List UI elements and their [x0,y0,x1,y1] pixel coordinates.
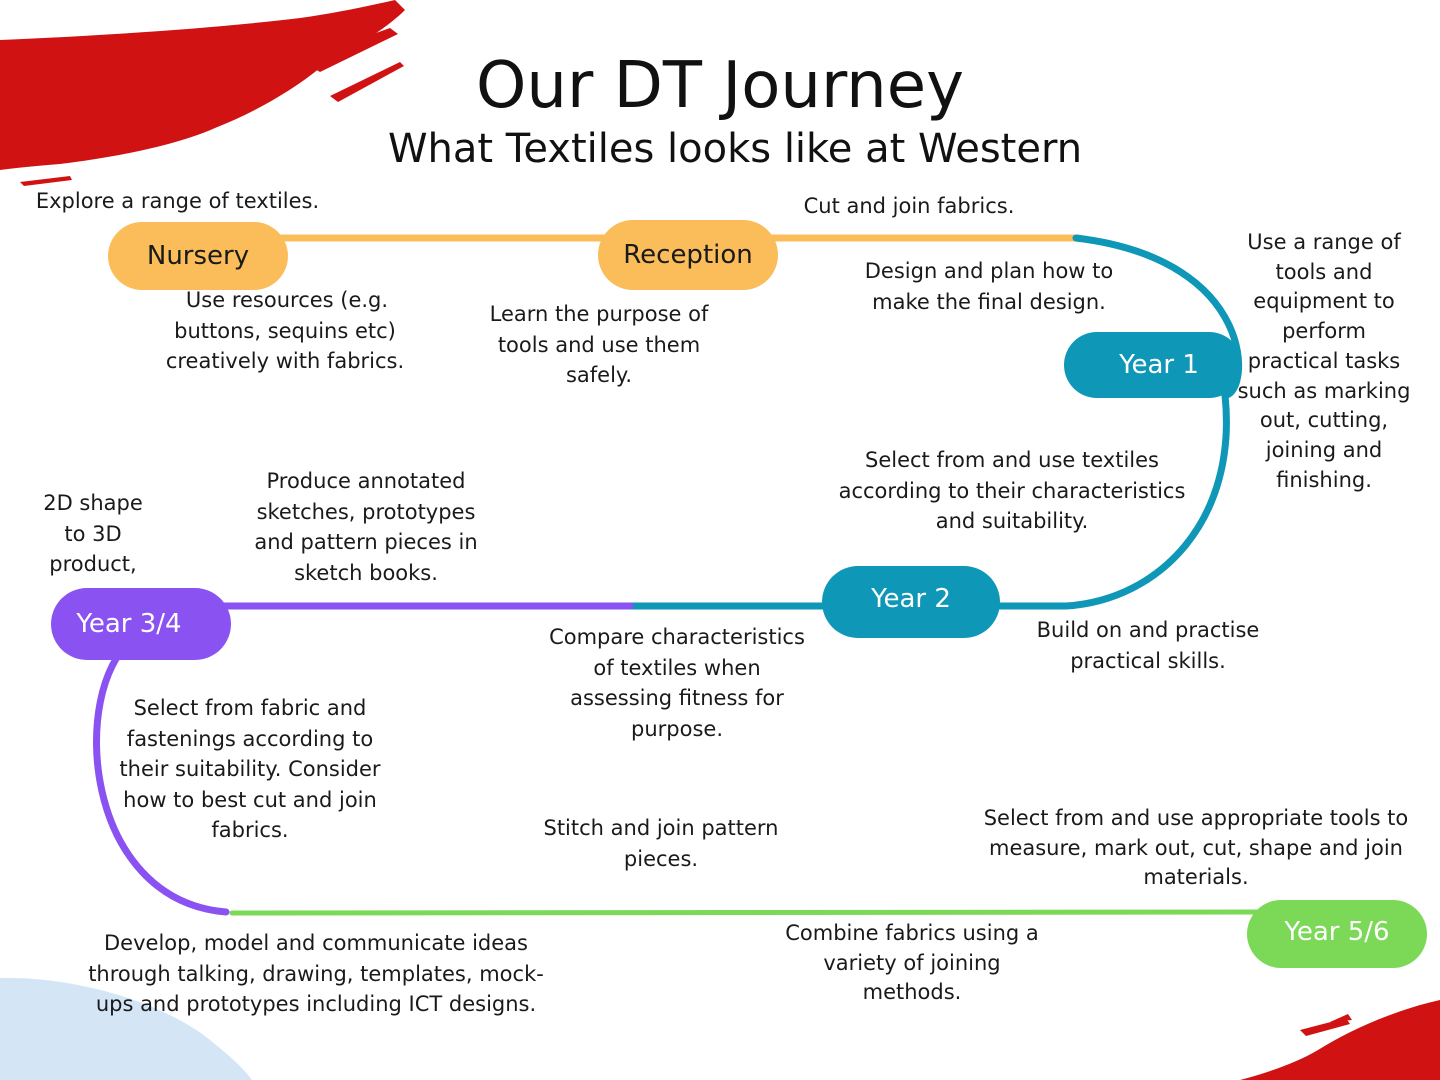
note-annotated-sketches: Produce annotated sketches, prototypes a… [245,466,487,588]
note-line: of textiles when [593,655,761,680]
note-line: Explore a range of textiles. [35,189,320,213]
note-line: Select from fabric and [133,696,367,720]
path-arc-year2 [1062,391,1230,610]
note-line: such as marking [1237,378,1411,403]
note-line: safely. [565,363,633,387]
note-use-resources: Use resources (e.g. buttons, sequins etc… [150,285,420,377]
note-cut-and-join: Cut and join fabrics. [795,191,1023,222]
stage-label-year34: Year 3/4 [76,609,182,639]
note-select-tools: Select from and use appropriate tools to… [978,804,1414,893]
note-line: pieces. [623,846,699,871]
note-line: practical skills. [1070,648,1226,673]
note-line: joining and [1265,437,1383,462]
note-line: buttons, sequins etc) [174,318,396,343]
note-combine-fabrics: Combine fabrics using a variety of joini… [776,919,1048,1008]
note-line: fastenings according to [126,726,374,751]
note-line: fabrics. [211,818,289,842]
path-arc-year1 [1072,234,1243,399]
note-line: ups and prototypes including ICT designs… [95,992,537,1016]
note-line: to 3D [64,521,122,546]
stage-year34: Year 3/4 [51,588,231,660]
note-line: Stitch and join pattern [543,816,779,840]
stage-nursery: Nursery [108,222,288,290]
note-line: Cut and join fabrics. [803,194,1015,218]
red-brush-splatter-bottom-right [1300,1014,1352,1036]
note-select-textiles: Select from and use textiles according t… [822,445,1202,537]
pale-blue-corner-shape [0,977,252,1080]
red-brush-splatter-top-left [20,28,404,186]
note-line: Select from and use appropriate tools to [983,806,1409,830]
red-brush-stroke-bottom-right [1240,1000,1440,1080]
note-line: creatively with fabrics. [165,349,405,373]
note-line: Use a range of [1247,230,1401,254]
note-line: 2D shape [43,491,143,515]
note-compare-characteristics: Compare characteristics of textiles when… [538,622,816,744]
note-line: and pattern pieces in [254,530,478,554]
note-select-fabric: Select from fabric and fastenings accord… [110,693,390,846]
stage-year2: Year 2 [822,566,1000,638]
note-line: Build on and practise [1036,618,1260,642]
note-line: finishing. [1276,467,1372,492]
page-title: Our DT Journey [476,49,964,123]
note-line: through talking, drawing, templates, moc… [88,961,544,986]
stage-label-year2: Year 2 [871,584,951,614]
note-line: materials. [1143,865,1249,889]
note-line: assessing fitness for [570,686,784,710]
note-line: make the final design. [872,289,1106,314]
stage-label-year1: Year 1 [1119,350,1199,380]
note-line: Compare characteristics [549,625,805,649]
note-line: according to their characteristics [838,478,1186,503]
note-line: methods. [862,980,962,1004]
note-line: perform [1282,319,1366,344]
note-explore-textiles: Explore a range of textiles. [30,186,325,217]
note-line: purpose. [631,716,723,741]
note-line: product, [49,552,137,576]
path-arc-year34 [93,636,230,916]
note-line: Design and plan how to [864,259,1114,283]
path-segment-year56 [229,909,1273,916]
note-line: Use resources (e.g. [185,288,389,312]
note-2d-to-3d: 2D shape to 3D product, [32,488,154,580]
note-line: variety of joining [823,950,1001,975]
note-stitch-join: Stitch and join pattern pieces. [536,813,786,874]
note-range-of-tools: Use a range of tools and equipment to pe… [1236,228,1412,495]
note-line: tools and [1275,259,1373,284]
note-line: Combine fabrics using a [785,921,1039,945]
page-subtitle: What Textiles looks like at Western [387,126,1083,172]
note-line: equipment to [1253,289,1395,314]
stage-year56: Year 5/6 [1247,900,1427,968]
red-brush-stroke-top-left [0,0,405,170]
stage-reception: Reception [598,220,778,290]
note-develop-model: Develop, model and communicate ideas thr… [86,928,546,1020]
note-build-practise: Build on and practise practical skills. [1025,615,1271,676]
note-line: Produce annotated [266,469,466,493]
note-line: Learn the purpose of [489,302,709,326]
note-line: Select from and use textiles [864,448,1159,472]
note-line: practical tasks [1247,348,1401,373]
stage-label-nursery: Nursery [146,241,250,271]
note-learn-purpose: Learn the purpose of tools and use them … [480,299,718,391]
note-line: how to best cut and join [123,787,377,812]
note-line: Develop, model and communicate ideas [104,931,528,955]
stage-year1: Year 1 [1064,332,1242,398]
note-line: sketches, prototypes [256,499,476,524]
note-line: their suitability. Consider [119,757,381,781]
note-line: sketch books. [294,560,438,585]
note-line: tools and use them [497,332,701,357]
stage-label-year56: Year 5/6 [1284,917,1390,947]
note-line: measure, mark out, cut, shape and join [989,835,1403,860]
note-line: and suitability. [935,509,1089,533]
stage-label-reception: Reception [623,240,753,270]
note-design-plan: Design and plan how to make the final de… [855,256,1123,317]
note-line: out, cutting, [1259,408,1389,433]
